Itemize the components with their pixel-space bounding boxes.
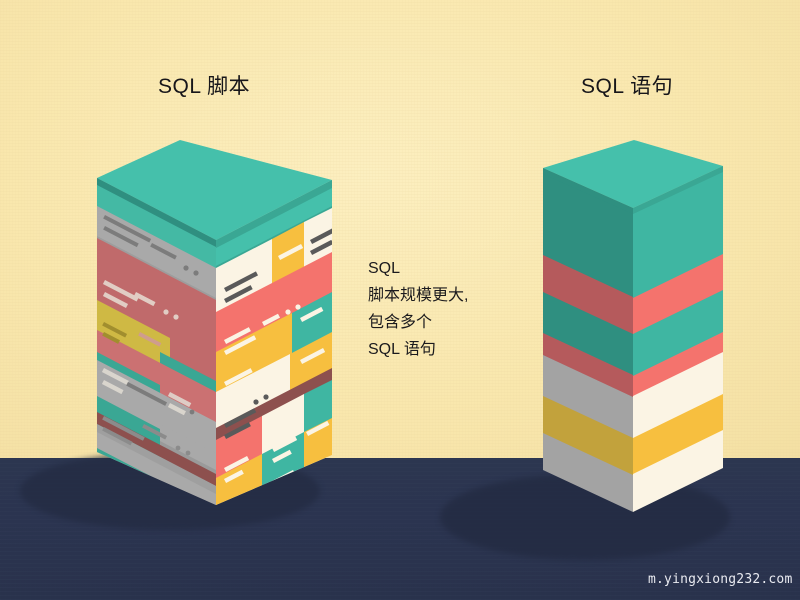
right-title: SQL 语句 [581, 75, 674, 98]
caption-line-1: SQL [368, 260, 401, 277]
left-tower-shadow [20, 452, 320, 530]
caption-line-2: 脚本规模更大, [368, 287, 469, 304]
watermark-text: m.yingxiong232.com [648, 572, 793, 587]
right-tower-shadow [440, 474, 730, 560]
left-title: SQL 脚本 [158, 75, 251, 98]
background-texture [0, 0, 800, 462]
center-caption: SQL 脚本规模更大, 包含多个 SQL 语句 [368, 255, 538, 363]
caption-line-4: SQL 语句 [368, 341, 436, 358]
caption-line-3: 包含多个 [368, 314, 433, 331]
